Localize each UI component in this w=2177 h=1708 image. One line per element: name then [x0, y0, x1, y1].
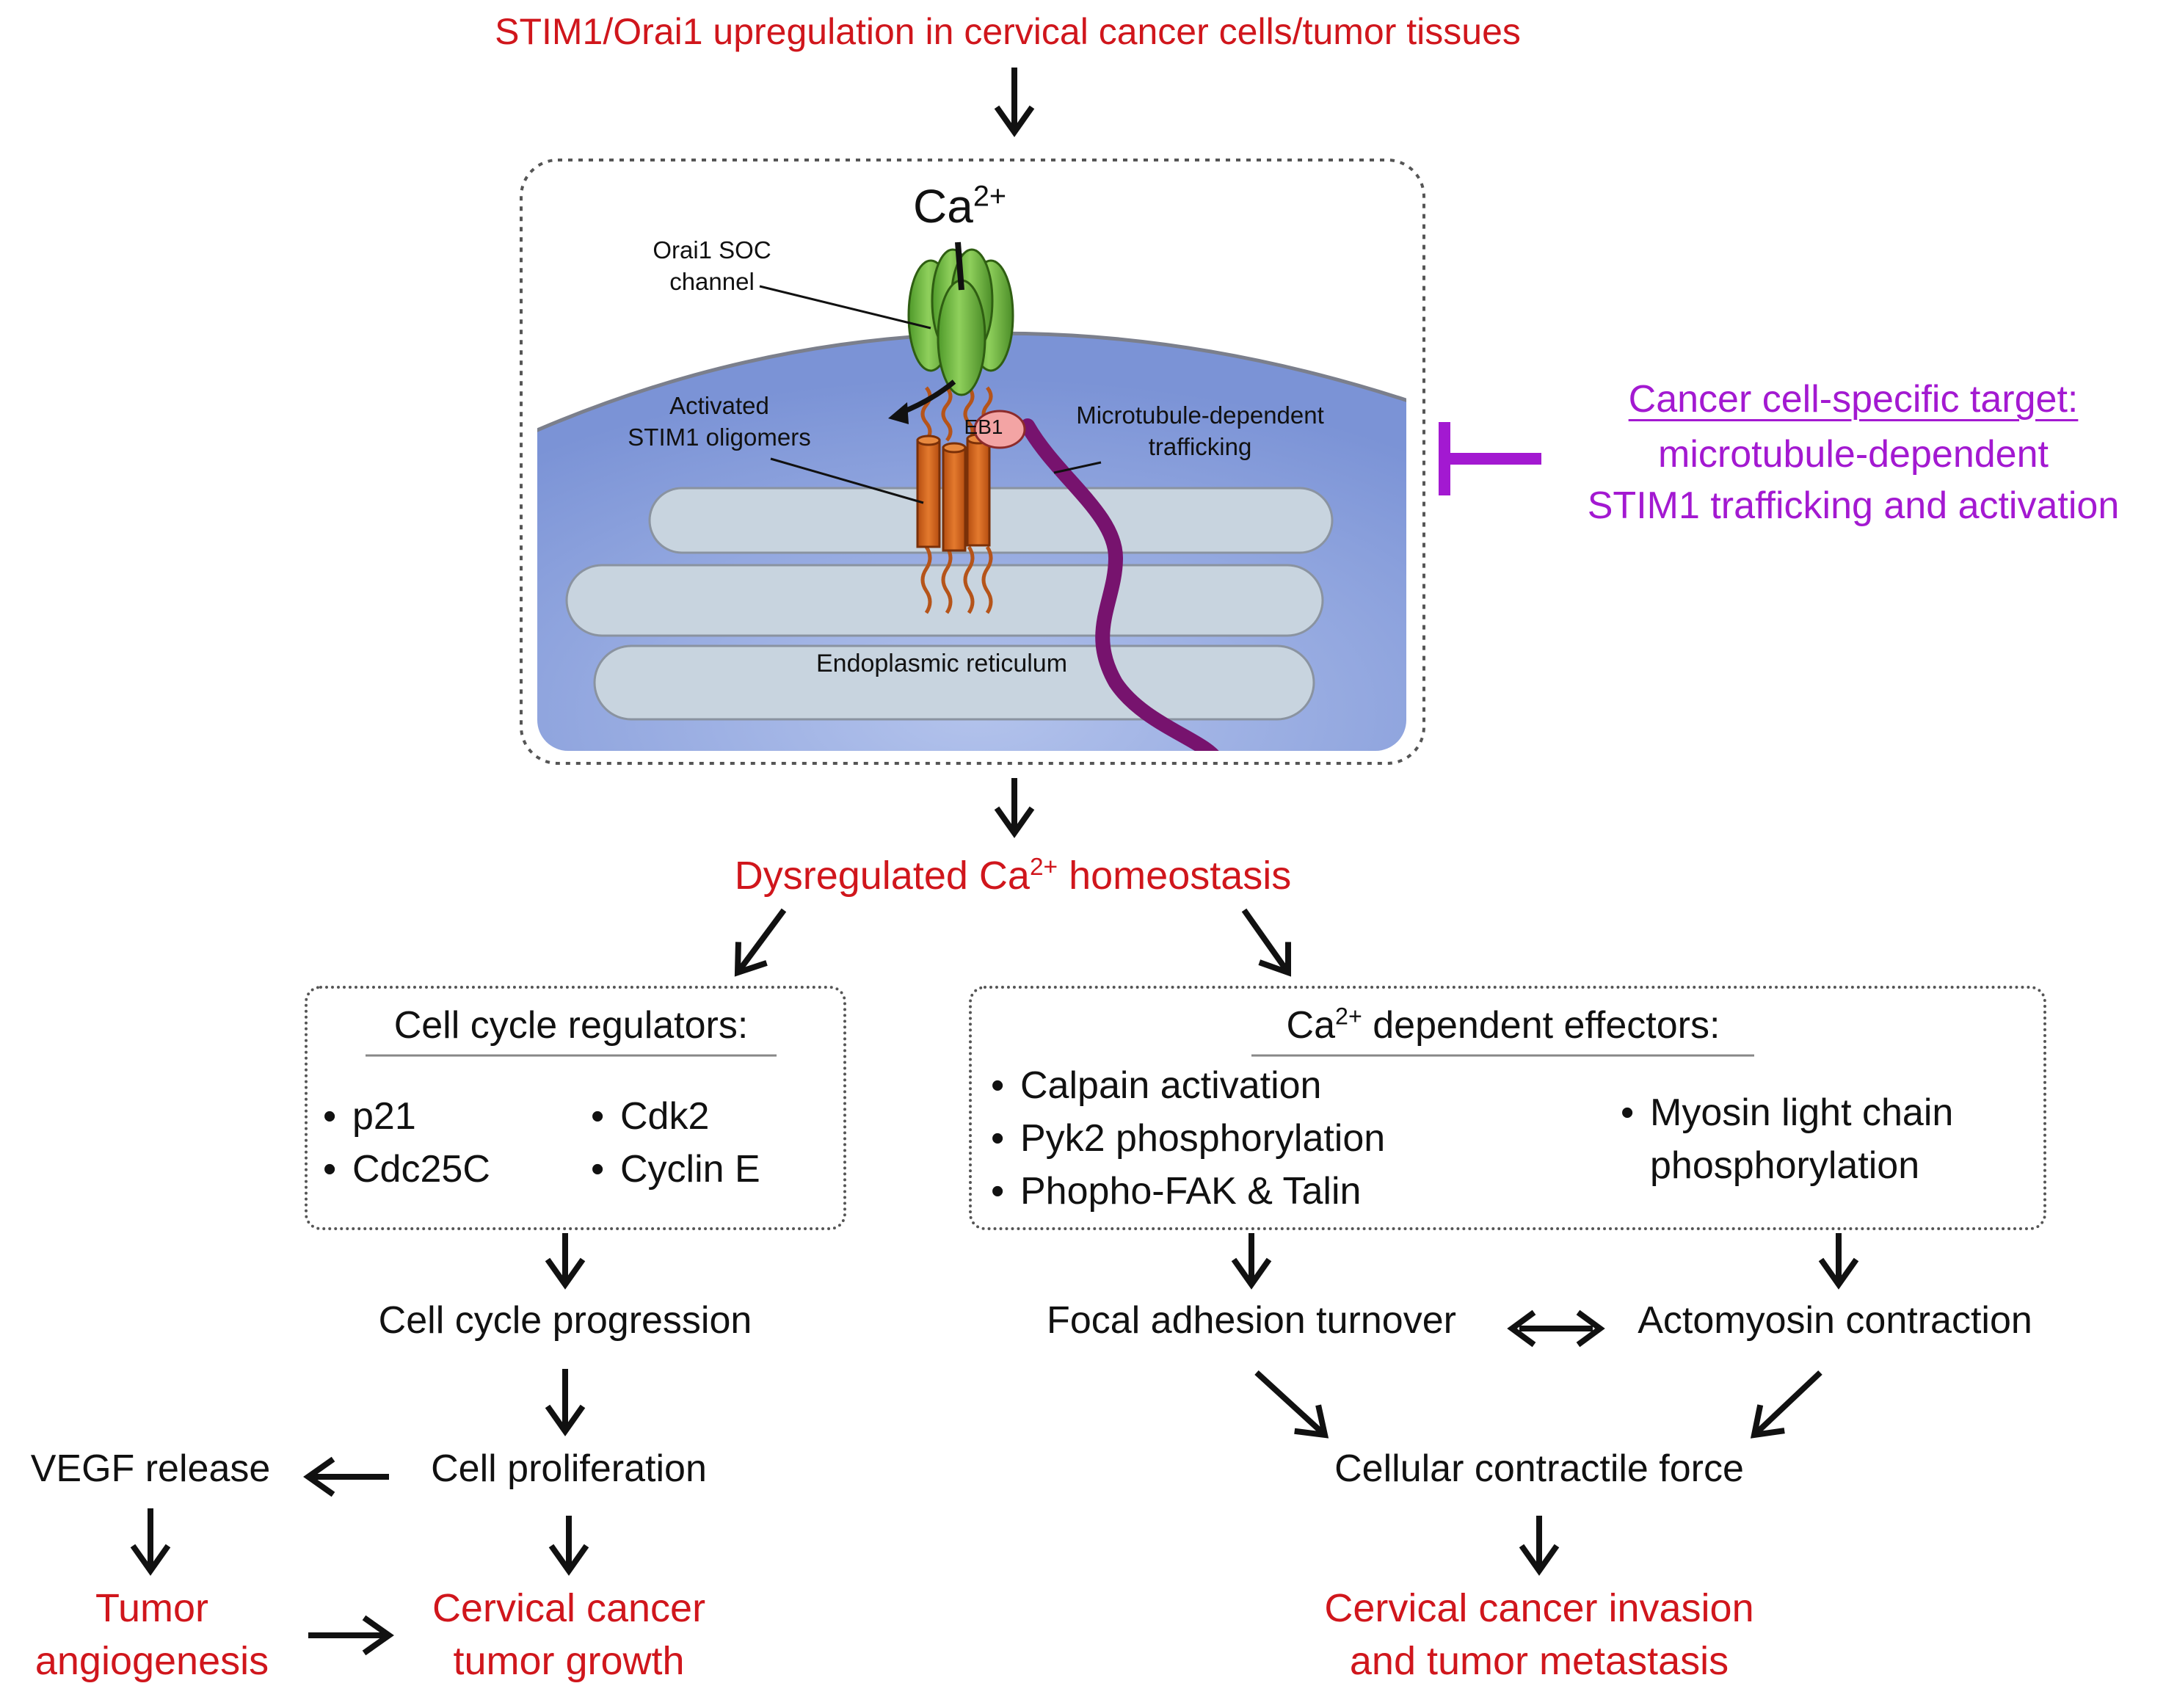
effector-item: •Pyk2 phosphorylation	[991, 1117, 1386, 1160]
microtubule-label: Microtubule-dependent trafficking	[1076, 401, 1324, 460]
ca-effectors-title: Ca2+ dependent effectors:	[1286, 1003, 1720, 1047]
double-arrow	[1507, 1309, 1605, 1348]
arrow-focal-to-force-head	[1294, 1404, 1329, 1439]
arrow-dysreg-to-right-head	[1258, 942, 1291, 977]
double-arrow-right-head	[1576, 1309, 1605, 1348]
stim-leader	[770, 457, 924, 504]
target-line-3: STIM1 trafficking and activation	[1587, 484, 2120, 527]
arrow-proliferation-to-growth-head	[548, 1544, 589, 1576]
tumor-angiogenesis: Tumor angiogenesis	[34, 1586, 269, 1683]
effector-item: •Calpain activation	[991, 1064, 1322, 1107]
arrow-angiogenesis-to-growth-head	[362, 1615, 394, 1656]
actomyosin-contraction: Actomyosin contraction	[1638, 1299, 2032, 1342]
flow-arrows	[130, 68, 1859, 1656]
target-heading: Cancer cell-specific target:	[1628, 378, 2079, 421]
stim1-oligomers	[916, 433, 991, 552]
orai1-label: Orai1 SOC channel	[653, 236, 771, 295]
regulator-item: •Cdc25C	[323, 1148, 490, 1191]
eb1-protein	[973, 410, 1026, 449]
ca-influx-line	[955, 241, 964, 291]
arrow-progression-to-proliferation-head	[545, 1404, 586, 1436]
focal-adhesion-turnover: Focal adhesion turnover	[1047, 1299, 1456, 1342]
arrow-effectors-to-focal-head	[1231, 1257, 1272, 1290]
regulators-col-2: •Cdk2 •Cyclin E	[591, 1090, 760, 1196]
er-lamella-2	[565, 564, 1324, 637]
effectors-col-1: •Calpain activation •Pyk2 phosphorylatio…	[991, 1059, 1385, 1218]
cell-proliferation: Cell proliferation	[431, 1447, 707, 1490]
arrow-dysreg-to-right-shaft	[1241, 908, 1288, 971]
orai-leader	[759, 285, 931, 330]
er-lamella-1	[648, 487, 1334, 554]
arrow-vegf-to-angiogenesis-head	[130, 1544, 171, 1576]
arrow-effectors-to-actomyosin-head	[1818, 1257, 1859, 1290]
orai1-channel	[907, 248, 1014, 396]
arrow-proliferation-to-vegf-head	[303, 1456, 335, 1497]
arrow-dysreg-to-left-shaft	[738, 908, 787, 971]
arrow-focal-to-force-shaft	[1254, 1370, 1324, 1434]
arrow-actomyosin-to-force-shaft	[1755, 1370, 1822, 1434]
target-line-2: microtubule-dependent	[1658, 433, 2049, 476]
vegf-release: VEGF release	[30, 1447, 271, 1490]
arrow-dysreg-to-left-head	[734, 942, 768, 977]
cell-cycle-regulators-title: Cell cycle regulators:	[393, 1004, 749, 1047]
top-title: STIM1/Orai1 upregulation in cervical can…	[495, 11, 1521, 52]
cell-cycle-progression: Cell cycle progression	[378, 1299, 752, 1342]
effectors-col-2: •Myosin light chain phosphorylation	[1621, 1091, 1954, 1187]
arrow-title-to-cell-head	[994, 105, 1035, 137]
cell-illustration	[537, 248, 1406, 751]
tumor-growth: Cervical cancer tumor growth	[432, 1586, 706, 1683]
cell-dotted-box	[520, 159, 1425, 765]
arrow-actomyosin-to-force-head	[1750, 1404, 1785, 1439]
mt-leader	[1053, 461, 1102, 474]
regulator-item: •Cyclin E	[591, 1148, 760, 1191]
regulators-col-1: •p21 •Cdc25C	[323, 1090, 490, 1196]
double-arrow-left-head	[1507, 1309, 1536, 1348]
arrow-cell-to-dysreg-head	[994, 806, 1035, 838]
stim1-label: Activated STIM1 oligomers	[628, 392, 811, 451]
regulator-item: •p21	[323, 1095, 416, 1138]
ca-effectors-box	[969, 986, 2046, 1230]
microtubule	[1020, 418, 1226, 751]
arrow-force-to-invasion-head	[1519, 1544, 1560, 1576]
er-label: Endoplasmic reticulum	[815, 650, 1068, 677]
eb1-label: EB1	[964, 415, 1003, 438]
effector-item: •Phopho-FAK & Talin	[991, 1170, 1362, 1213]
cellular-contractile-force: Cellular contractile force	[1334, 1447, 1744, 1490]
cell-cycle-regulators-box	[305, 986, 846, 1230]
invasion-metastasis: Cervical cancer invasion and tumor metas…	[1324, 1586, 1754, 1683]
calcium-ion-label: Ca2+	[913, 180, 1007, 233]
arrow-regulators-to-progression-head	[545, 1257, 586, 1290]
regulator-item: •Cdk2	[591, 1095, 710, 1138]
dysregulated-homeostasis: Dysregulated Ca2+ homeostasis	[734, 854, 1292, 898]
